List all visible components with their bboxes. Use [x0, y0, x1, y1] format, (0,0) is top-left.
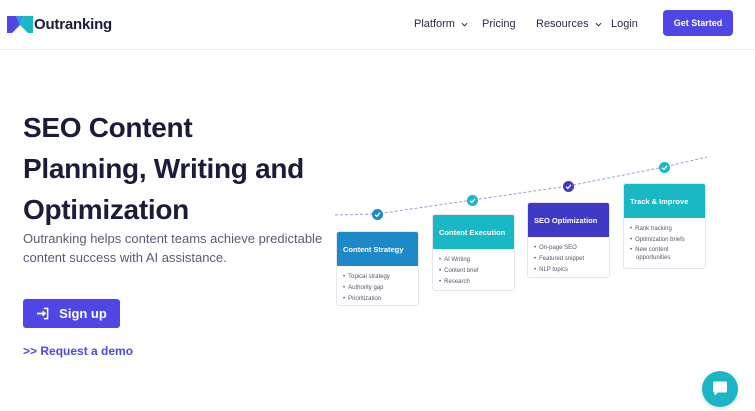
- check-circle-icon: [467, 195, 478, 206]
- chevron-down-icon: [595, 22, 602, 27]
- logo-mark-icon: [7, 16, 33, 33]
- check-circle-icon: [563, 181, 574, 192]
- list-item: •AI Writing: [439, 257, 471, 263]
- card-title: Track & Improve: [624, 184, 705, 218]
- check-circle-icon: [372, 209, 383, 220]
- main-nav: Platform Pricing Resources Login: [0, 18, 755, 32]
- card-title: SEO Optimization: [528, 203, 609, 237]
- get-started-button[interactable]: Get Started: [663, 10, 733, 36]
- list-item: •Optimization briefs: [630, 237, 685, 243]
- card-list: •On-page SEO •Featured snippet •NLP topi…: [528, 237, 609, 280]
- sign-up-button[interactable]: Sign up: [23, 299, 120, 328]
- card-seo-optimization: SEO Optimization •On-page SEO •Featured …: [527, 202, 610, 278]
- card-content-execution: Content Execution •AI Writing •Content b…: [432, 214, 515, 291]
- nav-platform-label: Platform: [414, 18, 455, 30]
- chevron-down-icon: [461, 22, 468, 27]
- logo[interactable]: Outranking: [7, 13, 112, 35]
- nav-platform[interactable]: Platform: [414, 18, 468, 30]
- chat-widget-button[interactable]: [702, 371, 738, 407]
- list-item: •Content brief: [439, 268, 479, 274]
- card-title: Content Execution: [433, 215, 514, 249]
- card-list: •AI Writing •Content brief •Research: [433, 249, 514, 292]
- card-list: •Rank tracking •Optimization briefs •New…: [624, 218, 705, 266]
- hero-title: SEO Content Planning, Writing and Optimi…: [23, 107, 343, 230]
- card-list: •Topical strategy •Authority gap •Priori…: [337, 266, 418, 309]
- sign-in-icon: [37, 307, 49, 320]
- site-header: Outranking Platform Pricing Resources Lo…: [0, 0, 755, 50]
- list-item: •Rank tracking: [630, 226, 672, 232]
- sign-up-label: Sign up: [59, 306, 107, 321]
- list-item: •Authority gap: [343, 285, 384, 291]
- list-item: opportunities: [636, 255, 671, 261]
- list-item: •Topical strategy: [343, 274, 390, 280]
- hero-subtitle: Outranking helps content teams achieve p…: [23, 229, 333, 267]
- chat-icon: [713, 381, 727, 396]
- list-item: •New content: [630, 247, 669, 253]
- nav-pricing-label: Pricing: [482, 18, 516, 30]
- nav-pricing[interactable]: Pricing: [482, 18, 516, 30]
- nav-login[interactable]: Login: [611, 18, 638, 30]
- hero-title-line: SEO Content: [23, 112, 193, 143]
- hero-title-line: Planning, Writing and: [23, 153, 304, 184]
- list-item: •NLP topics: [534, 267, 569, 273]
- hero-subtitle-line: content success with AI assistance.: [23, 250, 227, 265]
- request-demo-link[interactable]: >> Request a demo: [23, 344, 134, 358]
- list-item: •Prioritization: [343, 296, 382, 302]
- nav-login-label: Login: [611, 18, 638, 30]
- nav-resources[interactable]: Resources: [536, 18, 602, 30]
- logo-text: Outranking: [34, 15, 113, 33]
- workflow-diagram: Content Strategy •Topical strategy •Auth…: [335, 150, 715, 320]
- check-circle-icon: [659, 162, 670, 173]
- hero-title-line: Optimization: [23, 194, 189, 225]
- list-item: •Research: [439, 279, 470, 285]
- card-track-improve: Track & Improve •Rank tracking •Optimiza…: [623, 183, 706, 269]
- hero-subtitle-line: Outranking helps content teams achieve p…: [23, 231, 323, 246]
- nav-resources-label: Resources: [536, 18, 589, 30]
- card-title: Content Strategy: [337, 232, 418, 266]
- list-item: •On-page SEO: [534, 245, 577, 251]
- progress-line: [335, 156, 708, 216]
- card-content-strategy: Content Strategy •Topical strategy •Auth…: [336, 231, 419, 306]
- list-item: •Featured snippet: [534, 256, 585, 262]
